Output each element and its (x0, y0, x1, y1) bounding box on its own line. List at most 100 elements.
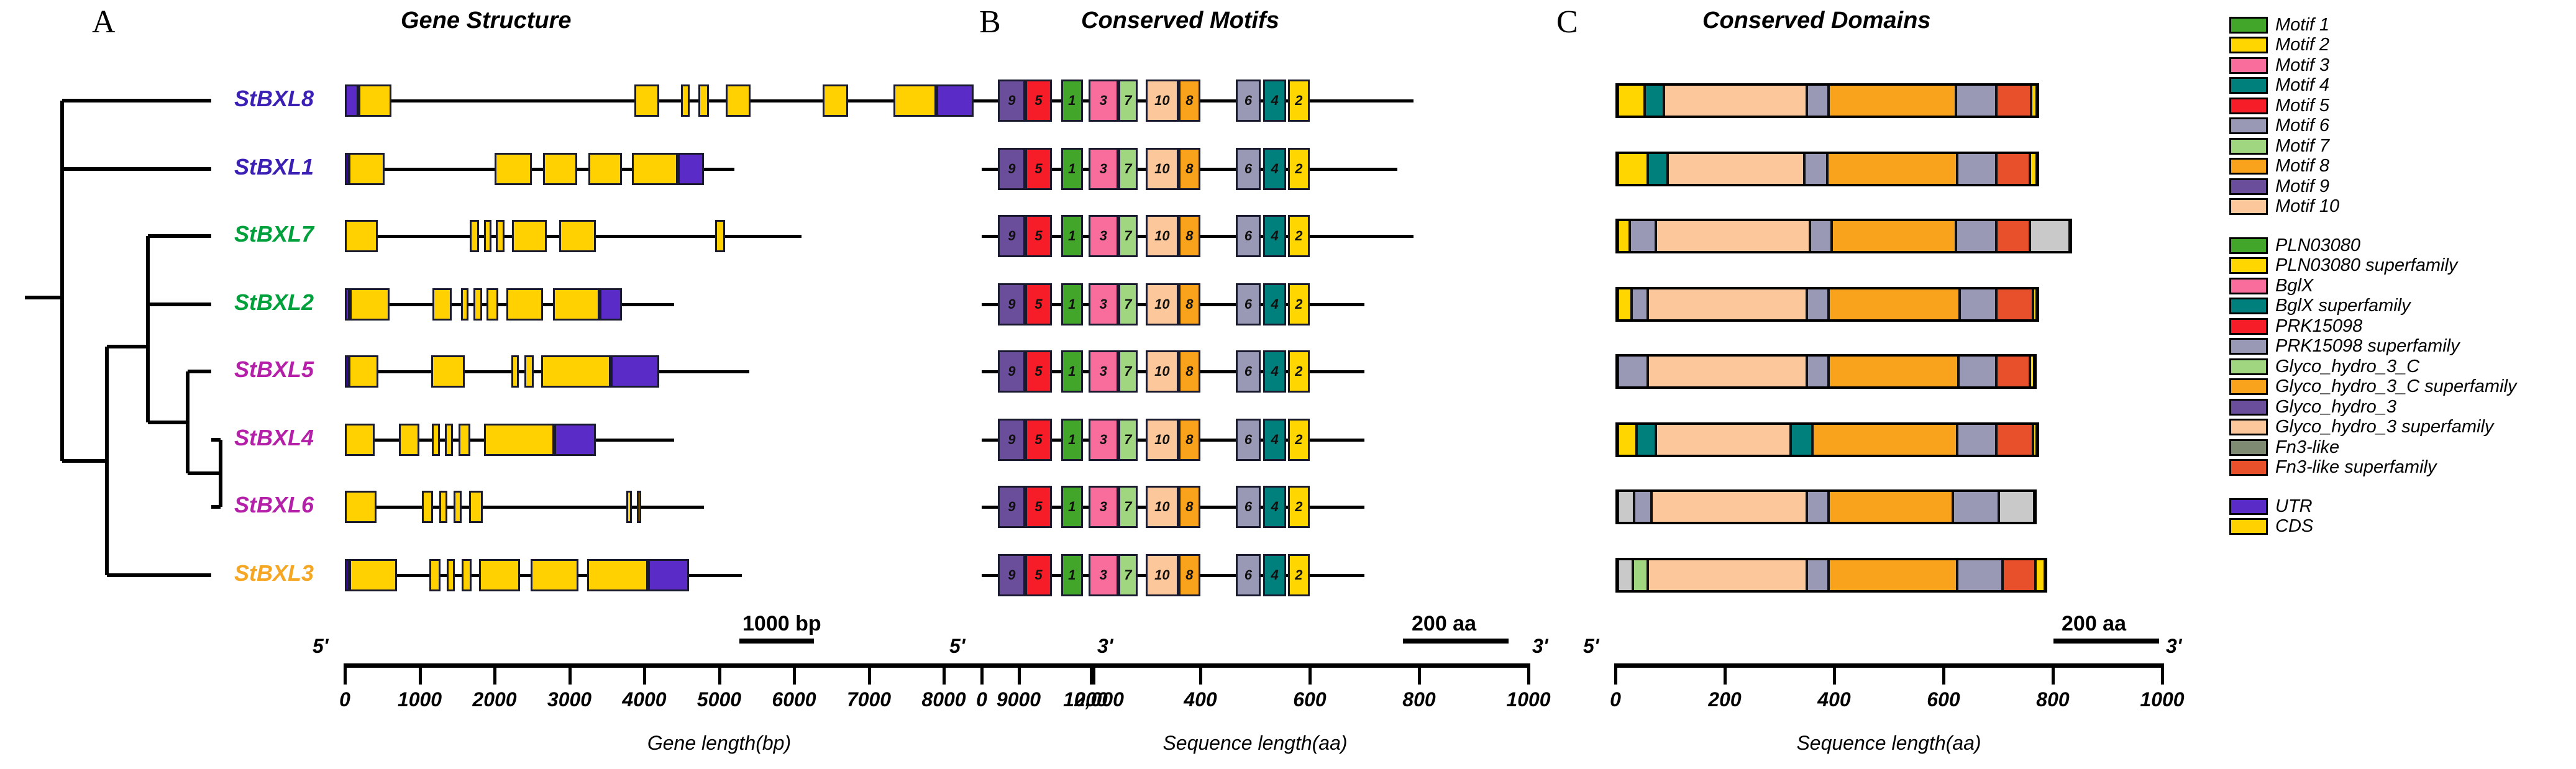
motif-box-4: 4 (1263, 486, 1287, 528)
panel-letter-b: B (979, 4, 1001, 40)
domain-segment-prk15098_sf (1807, 289, 1829, 319)
motif-box-9: 9 (998, 554, 1026, 596)
cds-segment (422, 491, 434, 523)
domain-segment-prk15098_sf (1959, 289, 1996, 319)
panel-title-conserved-motifs: Conserved Motifs (1081, 7, 1279, 34)
motif-number-label: 9 (1008, 296, 1016, 312)
legend-item: Motif 4 (2229, 75, 2574, 96)
motif-box-7: 7 (1118, 350, 1138, 393)
domain-segment-gh3_sf (1647, 289, 1807, 319)
cds-segment (893, 84, 936, 117)
motif-box-2: 2 (1287, 419, 1310, 461)
motif-number-label: 1 (1068, 228, 1076, 243)
legend-swatch (2229, 398, 2268, 416)
cds-segment (429, 559, 441, 591)
motif-number-label: 3 (1099, 432, 1107, 447)
gene-structure-row (0, 143, 2576, 195)
domain-segment-gh3_sf (1647, 357, 1807, 386)
motif-box-5: 5 (1025, 148, 1052, 190)
cds-segment (698, 84, 709, 117)
tree-branch (60, 135, 64, 461)
ruler-line (1615, 663, 2162, 668)
ruler-tick (493, 663, 496, 685)
domain-track (1615, 219, 2072, 253)
cds-segment (552, 288, 600, 321)
gene-label-stbxl1: StBXL1 (234, 154, 314, 180)
cds-segment (726, 84, 751, 117)
motif-box-3: 3 (1088, 419, 1118, 461)
cds-segment (484, 424, 555, 456)
motif-box-8: 8 (1178, 215, 1200, 257)
domain-segment-bglx_sf (1637, 425, 1656, 455)
motif-number-label: 2 (1295, 228, 1303, 243)
ruler-tick-label: 7000 (846, 688, 892, 711)
gene-structure-row (0, 345, 2576, 398)
ruler-tick-label: 1000 (2140, 688, 2185, 711)
legend-swatch (2229, 57, 2268, 74)
cds-segment (588, 153, 622, 185)
legend-item: Motif 1 (2229, 15, 2574, 35)
domain-segment-ghc_sf (1829, 289, 1960, 319)
motif-number-label: 6 (1244, 432, 1253, 447)
motif-box-3: 3 (1088, 554, 1118, 596)
legend-label: Motif 2 (2275, 35, 2330, 55)
cds-segment (345, 491, 377, 523)
domain-segment-gh3_sf (1651, 492, 1807, 522)
domain-segment-pln03080_sf (2035, 560, 2045, 590)
motif-box-3: 3 (1088, 486, 1118, 528)
utr-segment (554, 424, 596, 456)
motif-box-6: 6 (1236, 148, 1261, 190)
domain-segment-ghc_sf (1829, 357, 1958, 386)
motif-number-label: 9 (1008, 363, 1016, 379)
panel-title-gene-structure: Gene Structure (401, 7, 572, 34)
motif-number-label: 5 (1035, 296, 1043, 312)
motif-box-1: 1 (1061, 283, 1083, 325)
motif-box-2: 2 (1287, 350, 1310, 393)
domain-segment-prk15098_sf (1630, 221, 1656, 251)
motif-box-1: 1 (1061, 486, 1083, 528)
cds-segment (484, 220, 492, 252)
legend-item: BglX superfamily (2229, 296, 2574, 317)
ruler-tick-label: 800 (2036, 688, 2070, 711)
motif-box-4: 4 (1263, 148, 1287, 190)
motif-number-label: 2 (1295, 296, 1303, 312)
legend-label: PRK15098 superfamily (2275, 336, 2460, 357)
legend-label: Glyco_hydro_3 (2275, 396, 2397, 417)
legend-swatch (2229, 16, 2268, 34)
utr-segment (345, 84, 359, 117)
cds-segment (349, 559, 398, 591)
motif-box-1: 1 (1061, 148, 1083, 190)
motif-number-label: 9 (1008, 228, 1016, 243)
legend-label: CDS (2275, 516, 2314, 537)
motif-box-10: 10 (1146, 350, 1179, 393)
legend-swatch (2229, 439, 2268, 456)
domain-segment-grey (1618, 560, 1633, 590)
motif-box-2: 2 (1287, 148, 1310, 190)
legend-label: BglX superfamily (2275, 296, 2411, 316)
tree-branch (107, 344, 148, 348)
ruler-line (982, 663, 1528, 668)
motif-box-8: 8 (1178, 486, 1200, 528)
motif-box-3: 3 (1088, 215, 1118, 257)
ruler-tick-label: 200 (1074, 688, 1108, 711)
gene-structure-row (0, 278, 2576, 330)
motif-number-label: 7 (1124, 499, 1132, 514)
cds-segment (634, 84, 660, 117)
ruler-tick (344, 663, 347, 685)
motif-box-6: 6 (1236, 486, 1261, 528)
legend-swatch (2229, 338, 2268, 355)
gene-structure-row (0, 549, 2576, 601)
ruler-tick-label: 6000 (772, 688, 816, 711)
motif-number-label: 6 (1244, 161, 1253, 176)
cds-segment (478, 559, 520, 591)
motif-number-label: 10 (1154, 93, 1170, 108)
motif-box-1: 1 (1061, 419, 1083, 461)
tree-branch (105, 346, 109, 575)
ruler-tick-label: 9000 (996, 688, 1041, 711)
motif-box-2: 2 (1287, 554, 1310, 596)
ruler-tick (1418, 663, 1421, 685)
motif-number-label: 7 (1124, 296, 1132, 312)
utr-segment (936, 84, 974, 117)
